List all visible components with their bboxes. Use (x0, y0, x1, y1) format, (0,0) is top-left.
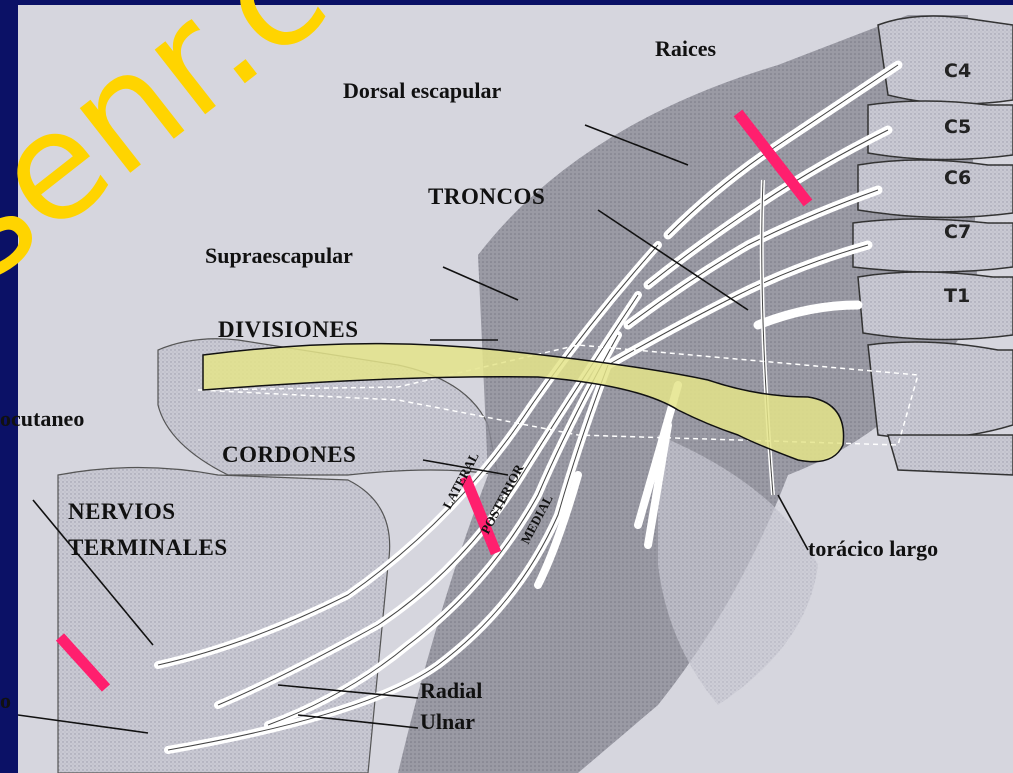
label-mediano-fragment: o (0, 690, 11, 712)
label-musculocutaneo: ocutaneo (0, 408, 84, 430)
label-nervios-terminales-2: TERMINALES (68, 536, 228, 559)
label-cordones: CORDONES (222, 443, 356, 466)
label-supraescapular: Supraescapular (205, 245, 353, 267)
vertebra-label-t1: T1 (944, 285, 970, 307)
label-divisiones: DIVISIONES (218, 318, 359, 341)
label-nervios-terminales-1: NERVIOS (68, 500, 176, 523)
vertebra-label-c7: C7 (944, 221, 971, 243)
vertebra-label-c6: C6 (944, 167, 971, 189)
label-raices: Raices (655, 38, 716, 60)
label-troncos: TRONCOS (428, 185, 545, 208)
label-dorsal-escapular: Dorsal escapular (343, 80, 501, 102)
vertebra-label-c5: C5 (944, 116, 971, 138)
vertebra-label-c4: C4 (944, 60, 971, 82)
label-toracico-largo: torácico largo (808, 538, 938, 560)
label-radial: Radial (420, 680, 482, 702)
label-ulnar: Ulnar (420, 711, 475, 733)
